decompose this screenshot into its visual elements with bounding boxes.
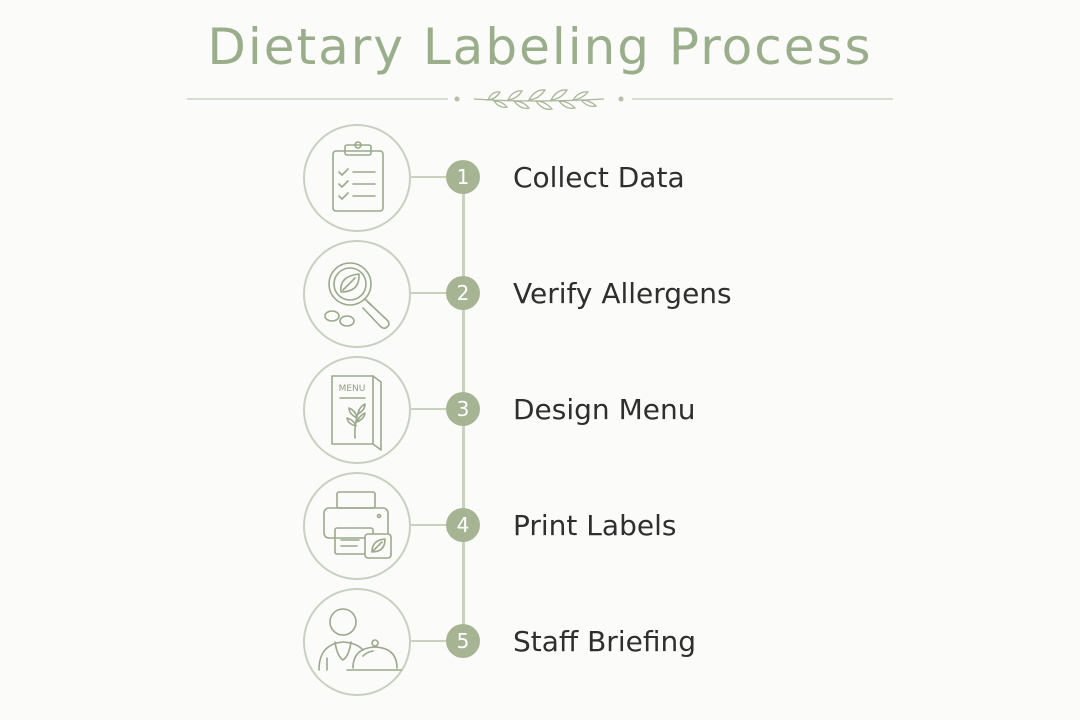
- step-label: Design Menu: [513, 393, 696, 426]
- step-label: Staff Briefing: [513, 625, 696, 658]
- step-number-badge: 5: [446, 624, 480, 658]
- magnifier-leaf-icon: [324, 262, 390, 330]
- step-number-badge: 3: [446, 392, 480, 426]
- staff-cloche-icon: [318, 608, 402, 671]
- step-connector-line: [409, 408, 449, 410]
- step-print-labels: 4 Print Labels: [0, 472, 1080, 582]
- icon-circle: [303, 472, 411, 580]
- step-number-badge: 1: [446, 160, 480, 194]
- icon-circle: [303, 240, 411, 348]
- icon-circle: MENU: [303, 356, 411, 464]
- menu-booklet-icon: MENU: [331, 375, 382, 451]
- step-collect-data: 1 Collect Data: [0, 124, 1080, 234]
- step-staff-briefing: 5 Staff Briefing: [0, 588, 1080, 698]
- step-number-badge: 4: [446, 508, 480, 542]
- divider-dot-right: [618, 96, 624, 102]
- step-connector-line: [409, 292, 449, 294]
- menu-icon-text: MENU: [339, 384, 366, 394]
- step-design-menu: MENU 3 Design Menu: [0, 356, 1080, 466]
- step-number-badge: 2: [446, 276, 480, 310]
- title-divider: [187, 89, 893, 110]
- step-label: Collect Data: [513, 161, 685, 194]
- page-title: Dietary Labeling Process: [207, 18, 873, 76]
- step-connector-line: [409, 640, 449, 642]
- clipboard-checklist-icon: [332, 141, 384, 212]
- olive-branch-icon: [473, 89, 605, 110]
- printer-icon: [323, 491, 392, 559]
- step-connector-line: [409, 176, 449, 178]
- step-label: Print Labels: [513, 509, 677, 542]
- step-label: Verify Allergens: [513, 277, 732, 310]
- icon-circle: [303, 124, 411, 232]
- divider-dot-left: [454, 96, 460, 102]
- icon-circle: [303, 588, 411, 696]
- step-verify-allergens: 2 Verify Allergens: [0, 240, 1080, 350]
- step-connector-line: [409, 524, 449, 526]
